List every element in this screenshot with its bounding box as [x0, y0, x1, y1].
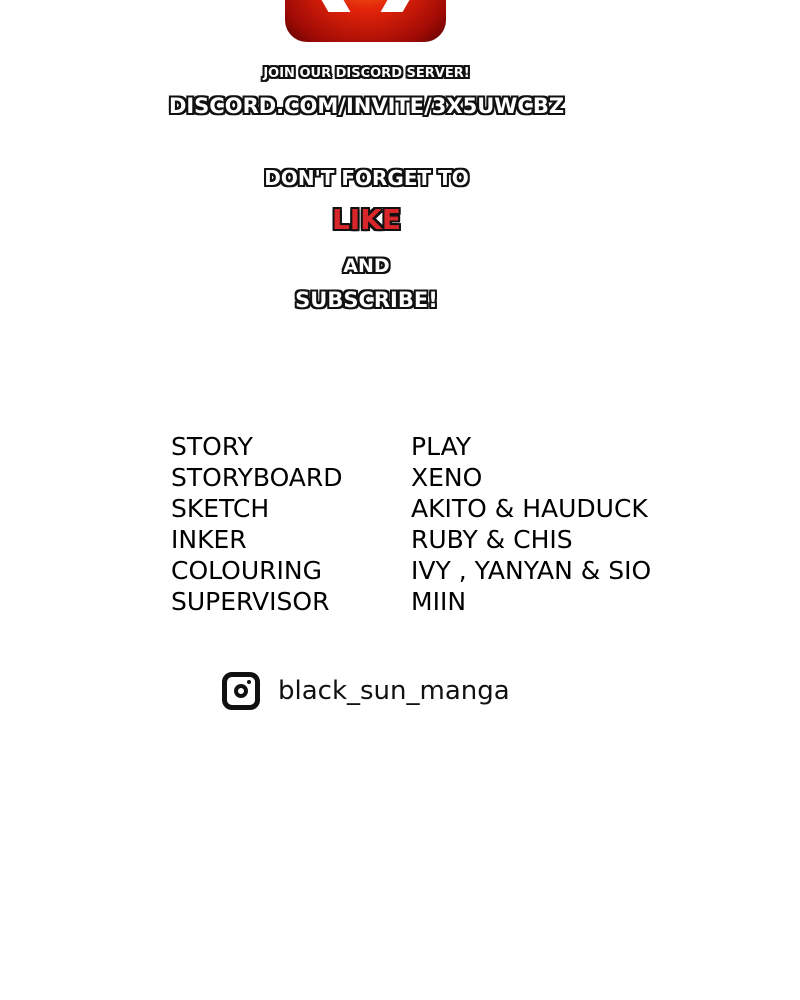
instagram-handle: black_sun_manga	[222, 672, 510, 710]
cta-line: DON'T FORGET TO	[264, 166, 469, 190]
credit-row: STORYBOARD XENO	[171, 462, 651, 493]
youtube-logo	[285, 0, 446, 42]
credit-name: RUBY & CHIS	[411, 525, 573, 554]
cta-subscribe: SUBSCRIBE!	[295, 288, 438, 312]
credit-role: SUPERVISOR	[171, 587, 330, 616]
credit-row: INKER RUBY & CHIS	[171, 524, 651, 555]
discord-url: DISCORD.COM/INVITE/3X5UWCBZ	[168, 94, 565, 118]
instagram-icon	[222, 672, 260, 710]
credit-row: SKETCH AKITO & HAUDUCK	[171, 493, 651, 524]
instagram-handle-text: black_sun_manga	[278, 676, 510, 706]
credit-name: XENO	[411, 463, 483, 492]
credit-name: AKITO & HAUDUCK	[411, 494, 648, 523]
credit-name: PLAY	[411, 432, 472, 461]
credit-role: STORYBOARD	[171, 463, 343, 492]
credit-row: COLOURING IVY , YANYAN & SIO	[171, 555, 651, 586]
cta-like: LIKE	[331, 203, 402, 236]
credit-role: STORY	[171, 432, 253, 461]
credit-role: COLOURING	[171, 556, 322, 585]
discord-join-label: JOIN OUR DISCORD SERVER!	[263, 66, 470, 81]
credit-row: STORY PLAY	[171, 431, 651, 462]
cta-and: AND	[343, 255, 390, 277]
credit-name: IVY , YANYAN & SIO	[411, 556, 652, 585]
credit-role: SKETCH	[171, 494, 270, 523]
credits-list: STORY PLAY STORYBOARD XENO SKETCH AKITO & H…	[171, 431, 651, 617]
credit-name: MIIN	[411, 587, 467, 616]
credit-row: SUPERVISOR MIIN	[171, 586, 651, 617]
credit-role: INKER	[171, 525, 247, 554]
